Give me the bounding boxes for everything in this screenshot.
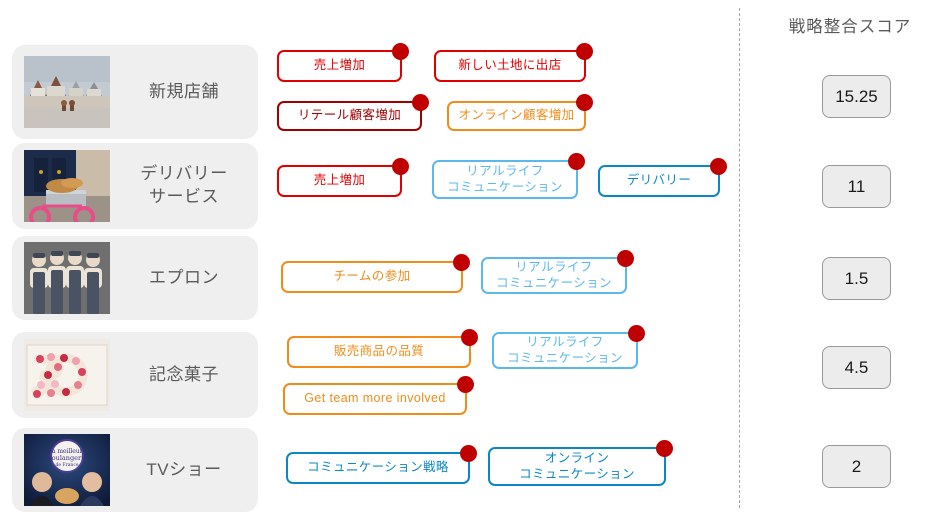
tag-get-team-involved-r4[interactable]: Get team more involved [283,376,474,415]
row-card[interactable]: La meilleure Boulangerie de France TVショー [12,428,258,512]
row-label: エプロン [149,267,219,287]
tag-label: 販売商品の品質 [333,344,425,359]
score-value-row1[interactable]: 15.25 [822,75,891,118]
tag-status-dot [710,158,727,175]
vertical-dashed-divider [739,8,740,508]
tag-label: リアルライフ コミュニケーション [447,163,563,194]
tag-real-life-communication-r3[interactable]: リアルライフ コミュニケーション [481,250,634,294]
tag-delivery-r2[interactable]: デリバリー [598,158,727,197]
tag-label: コミュニケーション戦略 [307,460,449,475]
tag-sales-increase-r1[interactable]: 売上増加 [277,43,409,82]
tag-label: 売上増加 [313,173,366,188]
tag-status-dot [461,329,478,346]
score-value-row4[interactable]: 4.5 [822,346,891,389]
row-card[interactable]: 記念菓子 [12,332,258,418]
tag-status-dot [617,250,634,267]
tag-status-dot [628,325,645,342]
tag-label: オンライン コミュニケーション [519,450,635,481]
tag-status-dot [453,254,470,271]
score-column-header: 戦略整合スコア [788,18,912,36]
tag-label: 売上増加 [313,58,366,73]
tag-communication-strategy-r5[interactable]: コミュニケーション戦略 [286,445,477,484]
tag-team-participation-r3[interactable]: チームの参加 [281,254,470,293]
tag-status-dot [457,376,474,393]
tag-real-life-communication-r2[interactable]: リアルライフ コミュニケーション [432,153,585,199]
row-label: 記念菓子 [149,364,219,384]
tag-new-location-r1[interactable]: 新しい土地に出店 [434,43,593,82]
row-label-line2: サービス [149,187,219,206]
row-card[interactable]: エプロン [12,236,258,320]
tag-status-dot [392,158,409,175]
score-value-row5[interactable]: 2 [822,445,891,488]
row-thumbnail-aprons [24,242,110,314]
tag-status-dot [392,43,409,60]
row-thumbnail-delivery-bike [24,150,110,222]
tag-retail-customers-r1[interactable]: リテール顧客増加 [277,94,429,131]
tag-status-dot [568,153,585,170]
row-card[interactable]: 新規店舗 [12,45,258,139]
tag-online-communication-r5[interactable]: オンライン コミュニケーション [488,440,673,486]
tag-status-dot [656,440,673,457]
row-label: デリバリー サービス [110,163,258,209]
row-card[interactable]: デリバリー サービス [12,143,258,229]
row-thumbnail-tv-show: La meilleure Boulangerie de France [24,434,110,506]
tag-sales-increase-r2[interactable]: 売上増加 [277,158,409,197]
tag-online-customers-r1[interactable]: オンライン顧客増加 [447,94,593,131]
row-label-line1: デリバリー [140,164,228,184]
tag-label: リアルライフ コミュニケーション [496,259,612,290]
tag-label: Get team more involved [304,391,446,406]
svg-text:de France: de France [55,462,78,468]
tag-label: チームの参加 [333,269,411,284]
tag-label: デリバリー [626,173,692,188]
tag-label: オンライン顧客増加 [458,108,575,123]
svg-text:Boulangerie: Boulangerie [47,454,87,462]
tag-label: リアルライフ コミュニケーション [507,334,623,365]
tag-status-dot [576,43,593,60]
row-label: TVショー [146,459,222,479]
tag-label: リテール顧客増加 [297,108,402,123]
tag-product-quality-r4[interactable]: 販売商品の品質 [287,329,478,368]
tag-status-dot [460,445,477,462]
tag-status-dot [412,94,429,111]
tag-real-life-communication-r4[interactable]: リアルライフ コミュニケーション [492,325,645,369]
svg-text:La meilleure: La meilleure [48,448,87,455]
tag-status-dot [576,94,593,111]
score-value-row3[interactable]: 1.5 [822,257,891,300]
row-thumbnail-anniversary-cake [24,339,110,411]
tag-label: 新しい土地に出店 [458,58,562,73]
row-thumbnail-seaside [24,56,110,128]
score-value-row2[interactable]: 11 [822,165,891,208]
row-label: 新規店舗 [149,81,219,101]
